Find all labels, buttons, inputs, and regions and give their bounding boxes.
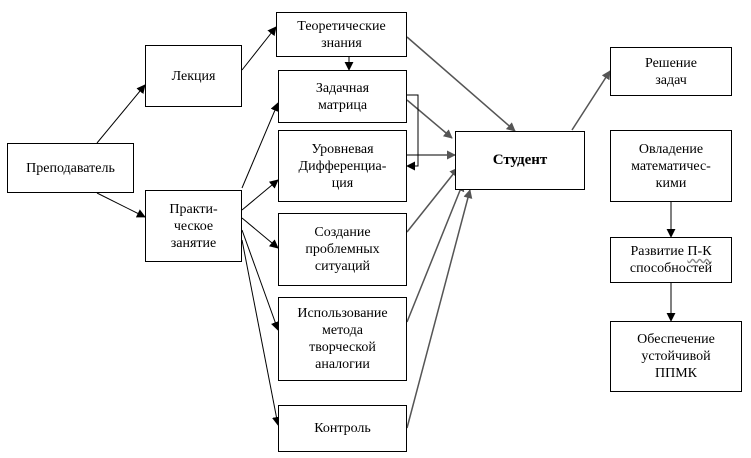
- arrow-matrix-differentiation: [406, 94, 419, 171]
- development-suffix: способностей: [629, 261, 713, 276]
- arrow-practice-control: [241, 239, 281, 426]
- arrow-theory-student: [406, 36, 516, 132]
- node-control: Контроль: [278, 405, 407, 452]
- arrow-teacher-practice: [96, 192, 146, 218]
- node-matrix: Задачная матрица: [278, 70, 407, 123]
- arrow-student-solving: [571, 70, 611, 131]
- arrow-practice-differentiation: [241, 179, 279, 211]
- node-ensuring: Обеспечение устойчивой ППМК: [610, 321, 742, 392]
- node-mastery: Овладение математичес- кими: [610, 130, 732, 202]
- arrow-practice-problem: [241, 217, 279, 249]
- arrow-teacher-lecture: [96, 84, 146, 144]
- development-text: Развитие П-К способностей: [630, 243, 712, 277]
- node-problem: Создание проблемных ситуаций: [278, 213, 407, 286]
- arrow-lecture-theory: [241, 26, 277, 71]
- development-prefix: Развитие: [630, 244, 688, 259]
- node-analogy: Использование метода творческой аналогии: [278, 297, 407, 381]
- node-teacher: Преподаватель: [7, 143, 134, 193]
- development-abbr: П-К: [687, 244, 712, 259]
- arrow-practice-analogy: [241, 229, 280, 331]
- node-development: Развитие П-К способностей: [610, 237, 732, 283]
- node-solving: Решение задач: [610, 47, 732, 96]
- arrow-analogy-student: [406, 182, 465, 323]
- node-lecture: Лекция: [145, 45, 242, 107]
- node-differentiation: Уровневая Дифференциа- ция: [278, 130, 407, 202]
- node-theory: Теоретические знания: [276, 12, 407, 57]
- arrow-control-student: [406, 189, 473, 429]
- arrow-problem-student: [406, 167, 459, 233]
- arrow-matrix-student: [406, 99, 453, 139]
- node-student: Студент: [455, 131, 585, 190]
- node-practice: Практи- ческое занятие: [145, 190, 242, 262]
- arrow-practice-matrix: [241, 102, 279, 189]
